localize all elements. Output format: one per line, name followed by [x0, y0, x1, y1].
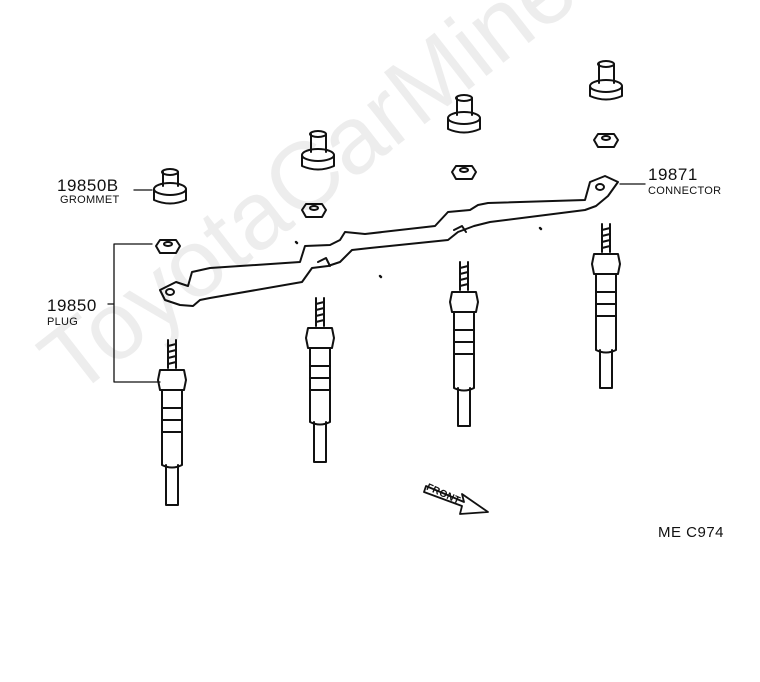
- nut-3: [451, 165, 477, 180]
- plug-bracket-line: [107, 243, 161, 383]
- grommet-part-number: 19850B: [57, 176, 119, 195]
- grommet-3: [447, 94, 481, 134]
- connector-part-name: CONNECTOR: [648, 185, 722, 197]
- front-arrow-icon: [423, 485, 489, 515]
- diagram-dots: [294, 226, 543, 279]
- grommet-part-name: GROMMET: [60, 194, 120, 206]
- nut-4: [593, 133, 619, 148]
- grommet-2: [301, 130, 335, 171]
- glow-plug-1: [157, 339, 187, 506]
- connector-part-number: 19871: [648, 165, 698, 184]
- nut-2: [301, 203, 327, 218]
- connector-bar: [159, 175, 619, 307]
- figure-code: ME C974: [658, 524, 725, 541]
- grommet-1: [153, 168, 187, 205]
- glow-plug-2: [305, 297, 335, 463]
- glow-plug-3: [449, 261, 479, 427]
- nut-1: [155, 239, 181, 254]
- plug-part-number: 19850: [47, 296, 97, 315]
- plug-part-name: PLUG: [47, 316, 79, 328]
- grommet-4: [589, 60, 623, 101]
- glow-plug-4: [591, 223, 621, 389]
